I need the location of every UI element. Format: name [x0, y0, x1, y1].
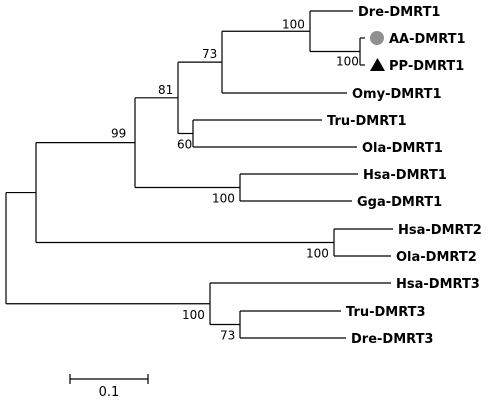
bootstrap-dmrt3_tru_dre: 73	[220, 329, 235, 343]
taxon-label-tru3: Tru-DMRT3	[346, 305, 426, 320]
bootstrap-dmrt3: 100	[182, 308, 205, 322]
bootstrap-teleost_dmrt1: 81	[158, 83, 173, 97]
taxon-label-tru1: Tru-DMRT1	[327, 114, 407, 129]
taxon-label-ola1: Ola-DMRT1	[362, 141, 443, 156]
taxon-labels: Dre-DMRT1AA-DMRT1PP-DMRT1Omy-DMRT1Tru-DM…	[327, 5, 482, 347]
taxon-label-gga1: Gga-DMRT1	[357, 195, 442, 210]
taxon-label-hsa2: Hsa-DMRT2	[398, 223, 482, 238]
tree-branches	[5, 10, 393, 339]
taxon-label-aa1: AA-DMRT1	[389, 32, 466, 47]
taxon-label-hsa1: Hsa-DMRT1	[363, 168, 447, 183]
triangle-marker-icon	[370, 58, 385, 71]
taxon-label-omy1: Omy-DMRT1	[352, 87, 442, 102]
bootstrap-omy_group: 73	[202, 47, 217, 61]
bootstrap-dmrt1: 99	[111, 127, 126, 141]
taxon-label-dre1: Dre-DMRT1	[358, 5, 440, 20]
taxon-label-hsa3: Hsa-DMRT3	[396, 277, 480, 292]
scale-bar-label: 0.1	[99, 385, 120, 400]
bootstrap-tru_ola: 60	[177, 138, 192, 152]
bootstrap-aa_pp: 100	[336, 55, 359, 69]
bootstrap-dmrt2: 100	[306, 247, 329, 261]
bootstrap-dre1_aapp: 100	[282, 17, 305, 31]
taxon-markers	[370, 31, 385, 71]
bootstrap-hsa_gga: 100	[212, 192, 235, 206]
taxon-label-pp1: PP-DMRT1	[389, 59, 464, 74]
taxon-label-dre3: Dre-DMRT3	[351, 332, 433, 347]
taxon-label-ola2: Ola-DMRT2	[396, 250, 477, 265]
circle-marker-icon	[370, 31, 384, 45]
scale-bar: 0.1	[69, 374, 149, 400]
bootstrap-labels: 100 100 73 60 81 100 99 100 73 100	[111, 17, 359, 342]
